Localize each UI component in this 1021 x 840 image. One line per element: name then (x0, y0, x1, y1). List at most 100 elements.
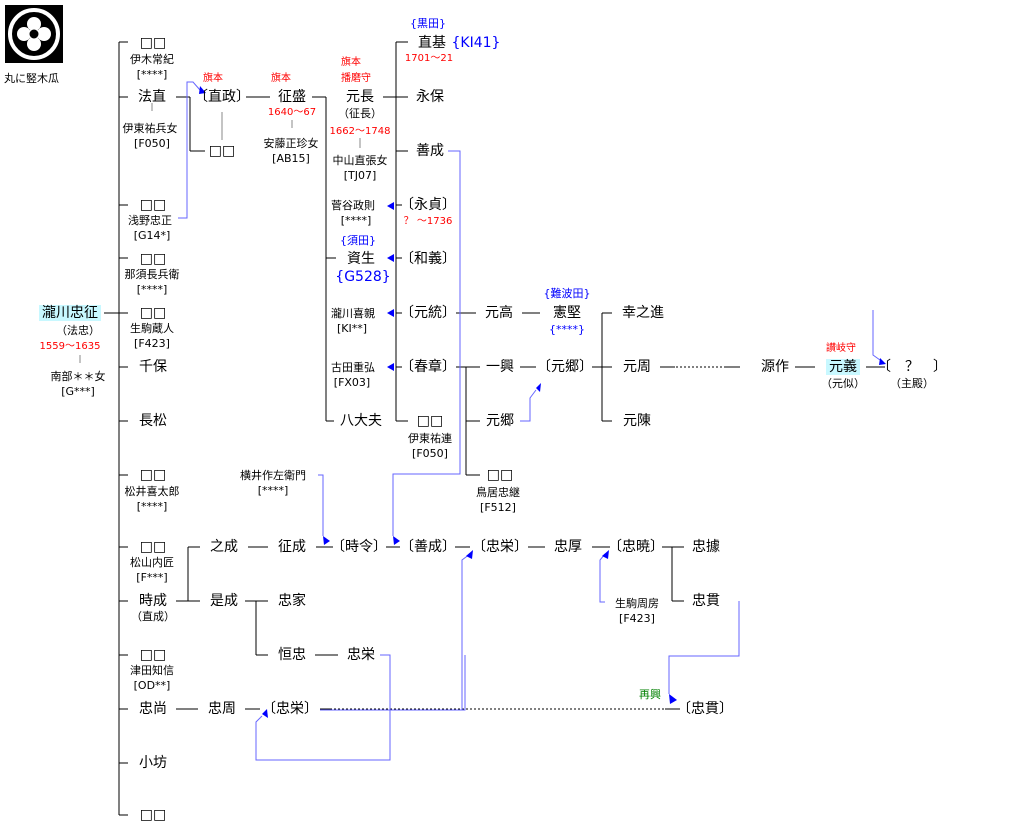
gensaku: 源作 (761, 359, 789, 375)
motonaga-code: [TJ07] (343, 169, 377, 182)
tadaatsu: 忠厚 (554, 539, 582, 555)
torii-wife: □□ (486, 467, 514, 483)
naomasa-office: 旗本 (203, 73, 223, 84)
sukenari-adopted: {須田} (340, 234, 376, 247)
yoshinari-adopted: 〔善成〕 (400, 539, 456, 555)
shigehiro: 古田重弘 (331, 361, 375, 374)
child-3: □□ (139, 251, 167, 267)
child-3-code: [****] (136, 283, 168, 296)
eitei-from-code: [****] (340, 214, 372, 227)
child-8: □□ (139, 539, 167, 555)
revival-label: 再興 (639, 688, 661, 701)
shigehiro-code: [FX03] (333, 376, 371, 389)
child-2-code: [G14*] (133, 229, 171, 242)
masamori-office: 旗本 (271, 73, 291, 84)
root-person: 瀧川忠征 (39, 305, 101, 321)
torii-code: [F512] (480, 501, 516, 514)
tadatsura-revived: 〔忠貫〕 (677, 701, 733, 717)
motonaga-wife: 中山直張女 (332, 154, 388, 167)
motomune: 〔元統〕 (400, 305, 456, 321)
child-0: □□ (139, 35, 167, 51)
naomoto-code: {KI41} (451, 35, 501, 51)
tokiyoshi: 〔時令〕 (331, 539, 387, 555)
korenari: 是成 (210, 593, 238, 609)
child-11: 忠尚 (139, 701, 167, 717)
masamori-years: 1640～67 (267, 107, 317, 118)
child-4-spouse: 生駒蔵人 (130, 322, 174, 335)
motoyoshi-office: 讃岐守 (826, 343, 856, 354)
mototaka: 元高 (485, 305, 513, 321)
naomasa-child: □□ (208, 143, 236, 159)
ito-spouse: 伊東祐連 (408, 432, 452, 445)
eitei: 〔永貞〕 (400, 197, 456, 213)
root-years: 1559～1635 (39, 341, 101, 352)
motonaga-alias: （征長） (338, 107, 382, 120)
root-wife: 南部＊＊女 (50, 370, 106, 383)
motonaga-years: 1662～1748 (329, 126, 391, 137)
tadaie: 忠家 (278, 593, 306, 609)
motonobu: 元陳 (623, 413, 651, 429)
ikoma-chikafusa: 生駒周房 (615, 597, 659, 610)
naomoto-years: 1701～21 (404, 53, 454, 64)
child-6: 長松 (139, 413, 167, 429)
tadatsura: 忠貫 (692, 593, 720, 609)
child-12: 小坊 (139, 755, 167, 771)
tadayori: 忠據 (692, 539, 720, 555)
motochika: 元周 (623, 359, 651, 375)
tadaaki: 〔忠暁〕 (608, 539, 664, 555)
root-alias: （法忠） (56, 324, 100, 337)
motonaga: 元長 (346, 89, 374, 105)
motonaga-office2: 播磨守 (341, 73, 371, 84)
child-13: □□ (139, 807, 167, 823)
child-1-code: [F050] (134, 137, 170, 150)
motosato: 元郷 (486, 413, 514, 429)
root-wife-code: [G***] (61, 385, 95, 398)
child-4-code: [F423] (134, 337, 170, 350)
yokoi-code: [****] (257, 484, 289, 497)
eitei-from: 菅谷政則 (331, 199, 375, 212)
sukenari: 資生 (347, 251, 375, 267)
masamori-wife: 安藤正珍女 (263, 137, 319, 150)
yoshichika: 瀧川喜親 (331, 307, 375, 320)
yokoi: 横井作左衛門 (240, 469, 306, 482)
child-5: 千保 (139, 359, 167, 375)
torii-spouse: 鳥居忠継 (476, 486, 520, 499)
unknown-heir-alias: （主殿） (890, 377, 934, 390)
child-1-wife: 伊東祐兵女 (122, 122, 178, 135)
haruaki: 〔春章〕 (400, 359, 456, 375)
kenken-adopted: {難波田} (543, 287, 591, 300)
sukenari-code: {G528} (335, 269, 391, 285)
tsunetada: 恒忠 (278, 647, 306, 663)
tadachika: 忠周 (208, 701, 236, 717)
child-10: □□ (139, 647, 167, 663)
ikko: 一興 (486, 359, 514, 375)
child-7-spouse: 松井喜太郎 (124, 485, 180, 498)
kenken: 憲堅 (553, 305, 581, 321)
child-7: □□ (139, 467, 167, 483)
nagayasu: 永保 (416, 89, 444, 105)
yoshinari: 善成 (416, 143, 444, 159)
yukinari: 之成 (210, 539, 238, 555)
ikoma-code: [F423] (619, 612, 655, 625)
tadahide: 忠栄 (347, 647, 375, 663)
child-10-spouse: 津田知信 (130, 664, 174, 677)
hachidayu: 八大夫 (340, 413, 382, 429)
yoshichika-code: [KI**] (336, 322, 368, 335)
child-9-alias: （直成） (131, 610, 175, 623)
child-7-code: [****] (136, 500, 168, 513)
ito-code: [F050] (412, 447, 448, 460)
child-2-spouse: 浅野忠正 (128, 214, 172, 227)
masamori-code: [AB15] (272, 152, 310, 165)
child-1: 法直 (138, 89, 166, 105)
motoyoshi-alias: （元似） (821, 377, 865, 390)
masanari: 征成 (278, 539, 306, 555)
child-4: □□ (139, 305, 167, 321)
naomoto-adopted: {黒田} (410, 17, 446, 30)
ito-wife: □□ (416, 413, 444, 429)
crest-label: 丸に竪木瓜 (4, 72, 59, 85)
motosato-adopted: 〔元郷〕 (537, 359, 593, 375)
eitei-years: ？ ～1736 (403, 216, 453, 227)
child-8-spouse: 松山内匠 (130, 556, 174, 569)
masamori: 征盛 (278, 89, 306, 105)
